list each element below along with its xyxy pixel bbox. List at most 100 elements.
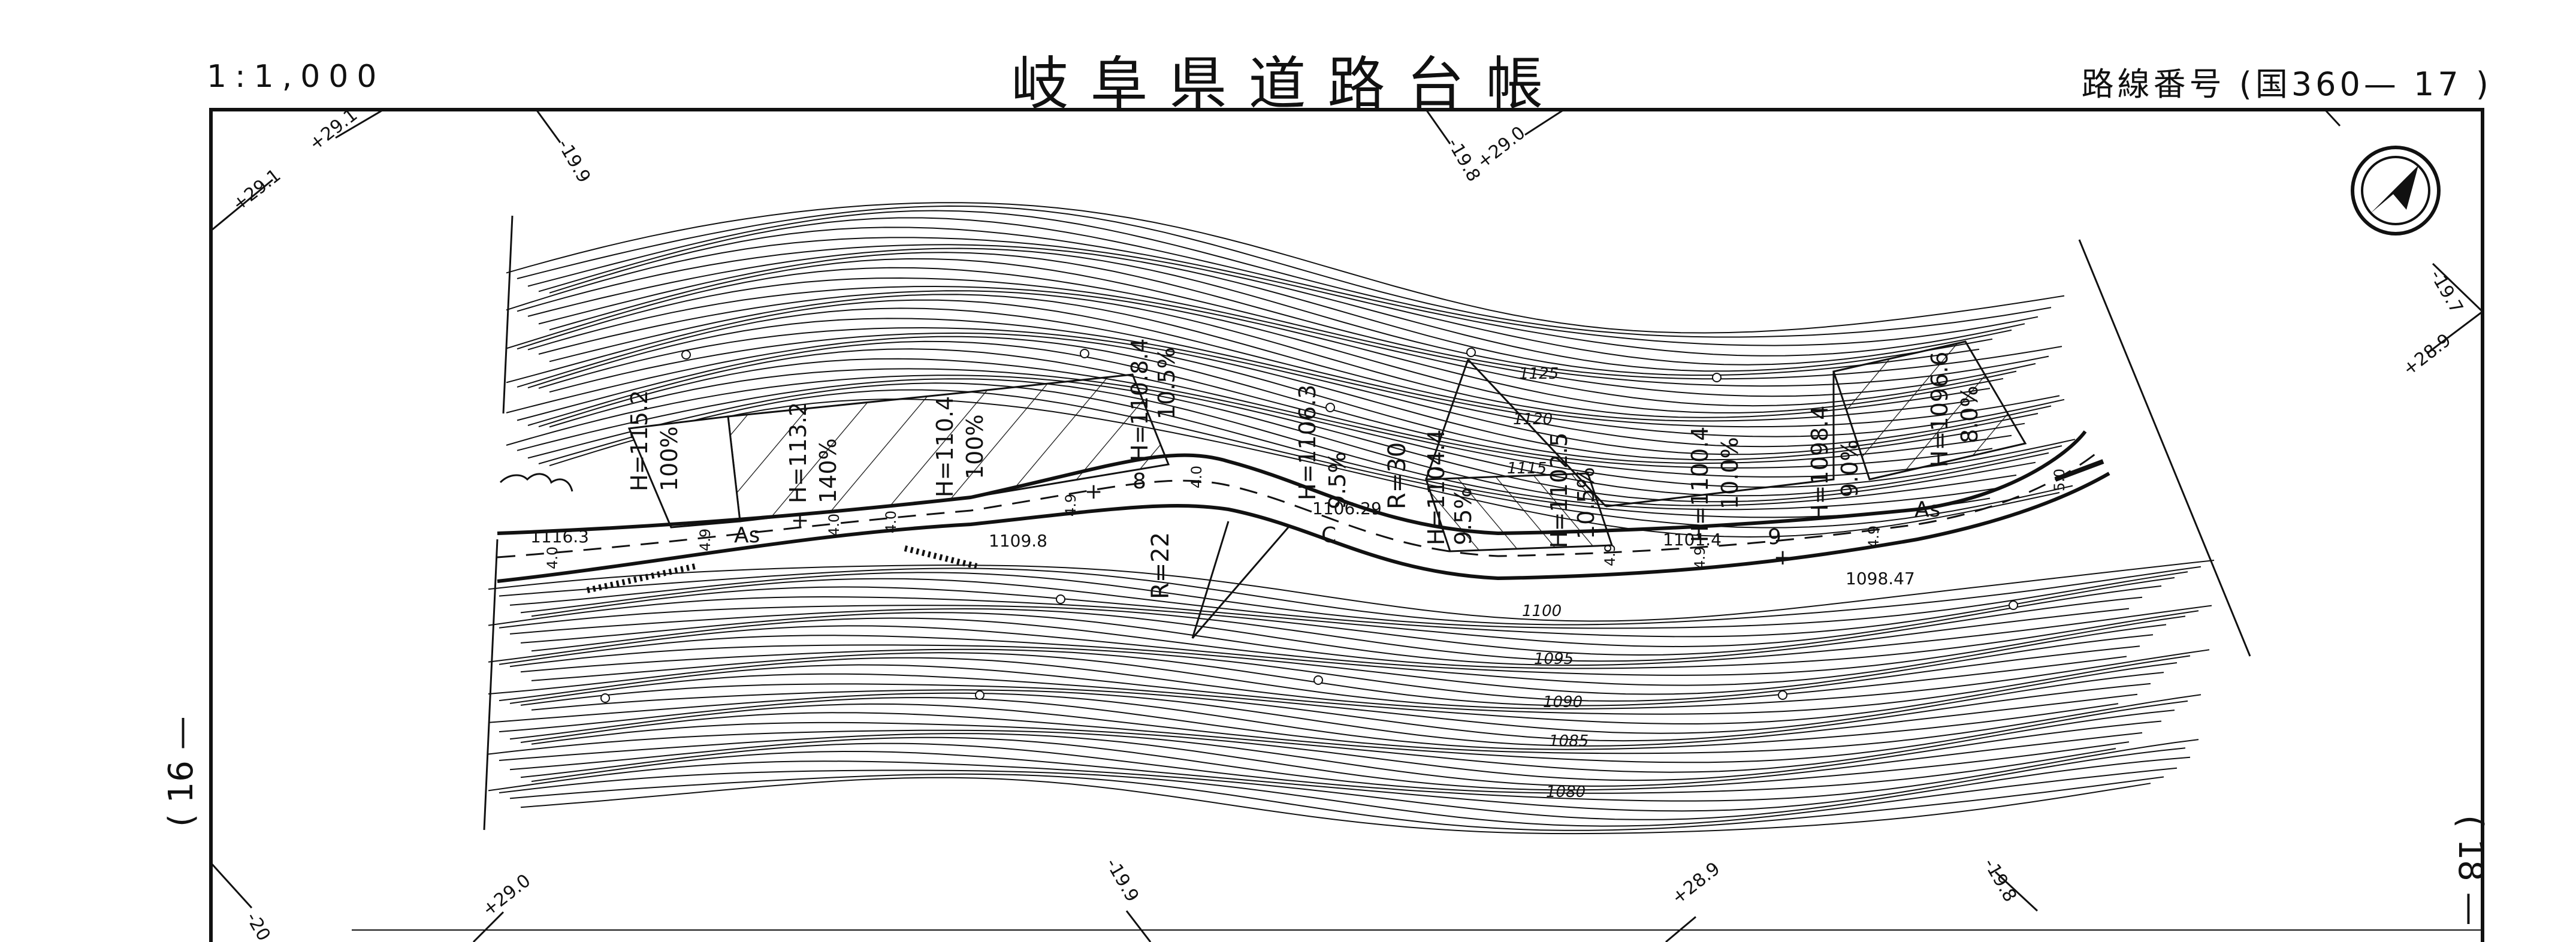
- grid-label: +29.0: [1473, 122, 1529, 173]
- contour-line: [517, 277, 2004, 413]
- grid-label: +29.1: [228, 165, 285, 215]
- contour-line: [538, 389, 2073, 529]
- slope-height: H=1106.3: [1294, 385, 1321, 500]
- grid-label: +29.1: [305, 104, 361, 155]
- contour-label: 1095: [1534, 650, 1574, 668]
- contour-line: [538, 358, 2049, 497]
- point-marker: [1313, 675, 1323, 685]
- grid-label: -19.8: [1979, 855, 2021, 906]
- road-symbol: 8: [1133, 469, 1146, 494]
- contour-lines-upper: [506, 202, 2076, 538]
- pavement-type: As: [734, 523, 760, 548]
- contour-label: 1090: [1543, 693, 1583, 711]
- slope-height: H=110.4: [932, 396, 958, 497]
- road-marks: + + + 8 9 C: [791, 469, 1792, 570]
- contour-line: [506, 299, 2065, 437]
- contour-line: [509, 571, 2188, 629]
- contour-line: [509, 736, 2116, 794]
- contour-line: [509, 672, 2164, 734]
- contour-line: [527, 382, 1991, 518]
- road-width: 4.9: [1692, 547, 1708, 569]
- contour-label: 1120: [1513, 410, 1553, 428]
- route-value: (国360— 17 ): [2239, 65, 2492, 103]
- road-width: 4.0: [883, 511, 899, 533]
- point-marker: [1325, 403, 1335, 412]
- point-marker: [1056, 594, 1065, 604]
- grid-ticks: [210, 108, 2484, 942]
- contour-line: [509, 644, 2140, 702]
- contour-line: [499, 694, 2201, 754]
- grid-label: -19.9: [1101, 855, 1143, 906]
- road-width: 4.9: [1865, 526, 1882, 548]
- slope-area: [1832, 340, 2027, 481]
- slope-labels: H=115.2 100% H=113.2 140% H=110.4 100% H…: [626, 339, 1983, 548]
- spot-height: 1106.29: [1312, 499, 1382, 518]
- cross-mark: +: [791, 508, 809, 533]
- contour-line: [499, 733, 2130, 791]
- contour-line: [509, 700, 2188, 763]
- point-markers: [600, 348, 2018, 703]
- contour-line: [488, 655, 2191, 715]
- contour-line: [527, 285, 1991, 418]
- curve-radius: R=22: [1147, 532, 1174, 599]
- road-width: 4.9: [697, 529, 714, 551]
- grid-label: +29.0: [478, 870, 534, 920]
- contour-line: [509, 773, 2164, 831]
- point-marker: [681, 350, 691, 360]
- contour-line: [538, 217, 2025, 357]
- spot-height: 1101.4: [1663, 530, 1722, 550]
- slope-height: H=110.8.4: [1127, 339, 1153, 461]
- terrain-boundary: [483, 215, 2251, 831]
- route-label: 路線番号: [2081, 65, 2225, 103]
- road-width: 5.0: [2051, 469, 2068, 491]
- contour-line: [538, 327, 2025, 461]
- slope-grade: 10.0%: [1717, 437, 1743, 509]
- slope-area: [1605, 372, 1835, 508]
- point-marker: [1466, 348, 1476, 357]
- contour-label: 1100: [1522, 602, 1562, 620]
- contour-line: [531, 585, 2162, 648]
- road-width: 4.9: [1062, 494, 1079, 517]
- contour-line: [549, 294, 2060, 428]
- contour-label: 1080: [1546, 783, 1586, 801]
- point-marker: [600, 693, 610, 703]
- contour-line: [531, 689, 2138, 747]
- contour-line: [549, 227, 2012, 366]
- contour-line: [488, 596, 2143, 656]
- contour-line: [520, 648, 2127, 707]
- north-arrow-icon: [2351, 146, 2441, 236]
- contour-line: [517, 307, 2052, 448]
- slope-grade: 8.0%: [1956, 385, 1983, 443]
- contour-label: 1085: [1549, 732, 1589, 750]
- point-marker: [2009, 600, 2018, 610]
- contour-label: 1115: [1507, 460, 1547, 478]
- contour-line: [499, 767, 2178, 827]
- contour-line: [506, 267, 2017, 407]
- slope-grade: 9.0%: [1837, 439, 1863, 497]
- road-centerline: [497, 451, 2098, 558]
- cross-mark: +: [1085, 479, 1103, 504]
- road-width: 4.0: [826, 514, 842, 536]
- contour-line: [506, 202, 2065, 334]
- contour-line: [506, 375, 2017, 506]
- road-symbol: 9: [1768, 525, 1781, 550]
- contour-line: [517, 205, 2052, 338]
- contour-line: [517, 378, 2004, 511]
- road-edge-lower: [497, 472, 2110, 583]
- contour-line: [488, 756, 2191, 820]
- map-scale: 1:1,000: [207, 59, 385, 95]
- slope-height: H=1104.4: [1423, 430, 1449, 545]
- slope-grade: 10.5%: [1153, 347, 1180, 419]
- road: [497, 430, 2110, 583]
- contour-line: [538, 290, 1977, 422]
- route-number: 路線番号 (国360— 17 ): [2082, 58, 2492, 105]
- slope-height: H=115.2: [626, 390, 653, 491]
- road-edge-upper: [497, 430, 2087, 536]
- grid-label: -19.9: [553, 136, 594, 187]
- contour-line: [531, 747, 2186, 812]
- grid-label: +28.9: [2399, 330, 2455, 380]
- slope-height: H=1098.4: [1807, 406, 1833, 521]
- road-width: 4.0: [544, 547, 561, 569]
- contour-line: [527, 247, 2062, 380]
- slope-areas: [627, 340, 2027, 552]
